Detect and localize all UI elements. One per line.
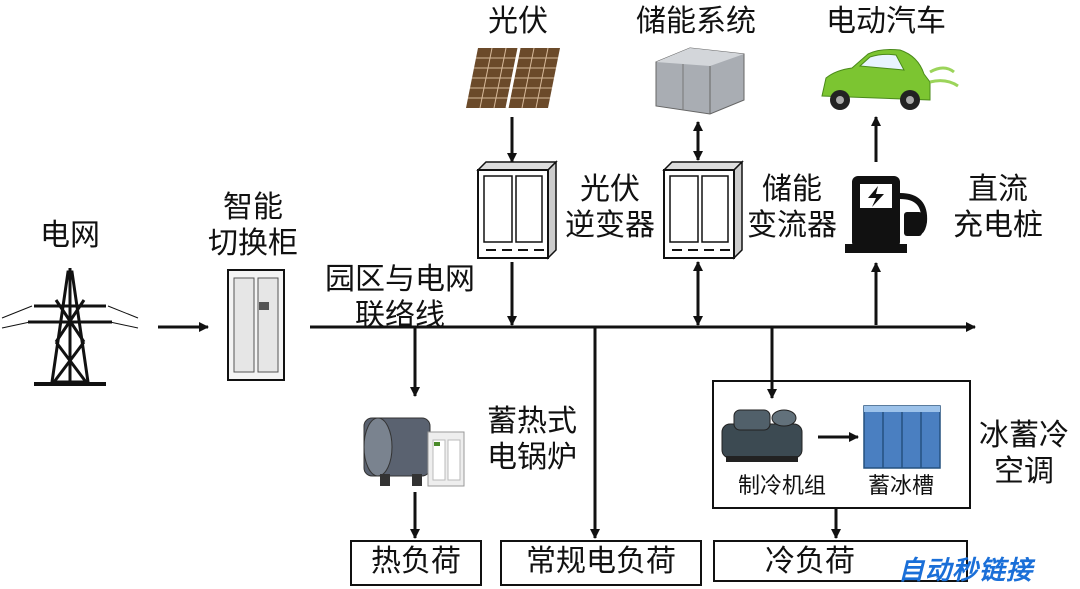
boiler-label-line1: 蓄热式 xyxy=(487,404,577,439)
ice-ac-label-line2: 空调 xyxy=(994,454,1054,489)
solar-panel-icon xyxy=(466,47,560,109)
ice-ac-box xyxy=(712,380,971,509)
dc-charger-label-line2: 充电桩 xyxy=(953,208,1043,243)
ice-ac-label: 冰蓄冷 空调 xyxy=(972,418,1076,490)
chiller-label: 制冷机组 xyxy=(738,474,827,499)
cold-load-box: 冷负荷 xyxy=(713,540,968,582)
pv-inverter-cabinet-icon xyxy=(476,160,558,260)
pv-inverter-label-line2: 逆变器 xyxy=(565,208,655,243)
storage-label: 储能系统 xyxy=(636,4,756,39)
smart-switch-label-line1: 智能 xyxy=(223,190,283,225)
ice-tank-label: 蓄冰槽 xyxy=(868,474,935,499)
ev-label: 电动汽车 xyxy=(826,4,946,39)
dc-charger-label-line1: 直流 xyxy=(968,172,1028,207)
electric-boiler-icon xyxy=(363,417,465,487)
smart-switch-cabinet-icon xyxy=(227,269,285,381)
smart-switch-label-line2: 切换柜 xyxy=(208,226,298,261)
dc-charger-label: 直流 充电桩 xyxy=(942,172,1054,244)
normal-load-box: 常规电负荷 xyxy=(500,540,702,586)
storage-converter-label-line1: 储能 xyxy=(762,172,822,207)
storage-converter-label: 储能 变流器 xyxy=(738,172,846,244)
ice-ac-label-line1: 冰蓄冷 xyxy=(979,418,1069,453)
grid-label: 电网 xyxy=(40,218,100,253)
tie-line-label: 园区与电网 联络线 xyxy=(312,262,488,334)
electric-car-icon xyxy=(821,49,959,110)
storage-converter-cabinet-icon xyxy=(662,160,744,260)
storage-converter-label-line2: 变流器 xyxy=(747,208,837,243)
pv-inverter-label: 光伏 逆变器 xyxy=(556,172,664,244)
dc-charger-icon xyxy=(845,176,928,253)
pv-label: 光伏 xyxy=(488,4,548,39)
boiler-label-line2: 电锅炉 xyxy=(487,440,577,475)
chiller-unit-icon xyxy=(721,409,803,462)
smart-switch-label: 智能 切换柜 xyxy=(208,190,298,262)
tie-line-label-line2: 联络线 xyxy=(355,298,445,333)
ice-tank-icon xyxy=(863,405,941,469)
tie-line-label-line1: 园区与电网 xyxy=(325,262,475,297)
energy-storage-icon xyxy=(655,47,745,115)
watermark-logo: 自动秒链接 xyxy=(898,556,1034,586)
pv-inverter-label-line1: 光伏 xyxy=(580,172,640,207)
transmission-tower-icon xyxy=(1,268,139,386)
heat-load-box: 热负荷 xyxy=(350,540,482,586)
boiler-label: 蓄热式 电锅炉 xyxy=(478,404,586,476)
